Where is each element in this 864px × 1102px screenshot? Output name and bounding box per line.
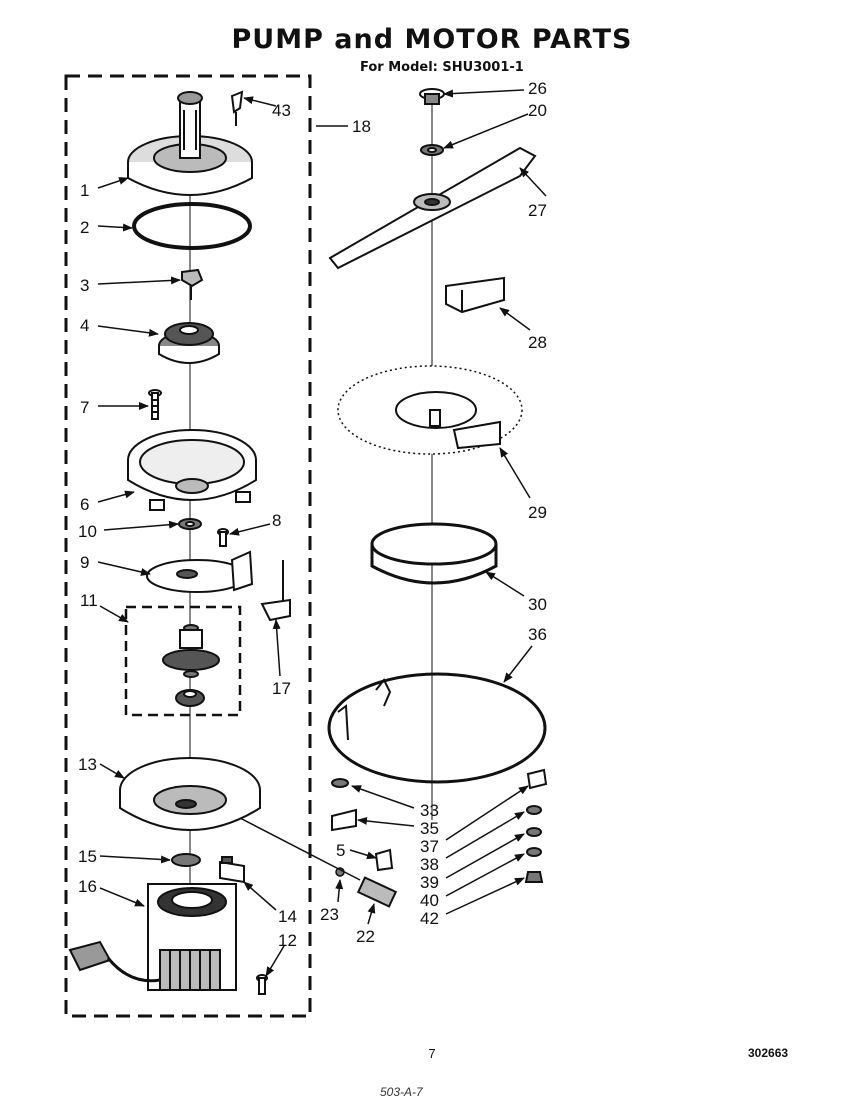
part-29-filter-screen <box>337 365 523 455</box>
callout-17: 17 <box>272 679 291 698</box>
callout-15: 15 <box>78 847 97 866</box>
callout-8: 8 <box>272 511 281 530</box>
callout-37: 37 <box>420 837 439 856</box>
callout-27: 27 <box>528 201 547 220</box>
callout-40: 40 <box>420 891 439 910</box>
part-2-o-ring <box>132 202 252 250</box>
callout-22: 22 <box>356 927 375 946</box>
part-28-clip <box>445 276 505 314</box>
callout-10: 10 <box>78 522 97 541</box>
part-15-washer <box>171 853 201 867</box>
callout-28: 28 <box>528 333 547 352</box>
callout-14: 14 <box>278 907 297 926</box>
handwritten-note: 503-A-7 <box>380 1085 423 1099</box>
part-37-42-hardware-stack <box>524 768 548 883</box>
part-3-impeller-nut <box>181 268 204 300</box>
callout-7: 7 <box>80 398 89 417</box>
leader-arrows <box>97 89 547 977</box>
motor-lead-line <box>239 817 361 881</box>
callout-33: 33 <box>420 801 439 820</box>
callout-16: 16 <box>78 877 97 896</box>
part-35-bracket <box>331 808 357 832</box>
page-number: 7 <box>428 1046 436 1061</box>
callout-42: 42 <box>420 909 439 928</box>
part-17-switch-rod <box>260 560 291 622</box>
callout-35: 35 <box>420 819 439 838</box>
callout-36: 36 <box>528 625 547 644</box>
part-4-impeller <box>158 322 220 364</box>
callout-39: 39 <box>420 873 439 892</box>
callout-4: 4 <box>80 316 89 335</box>
part-43-clip <box>230 90 244 126</box>
callout-29: 29 <box>528 503 547 522</box>
callout-11: 11 <box>80 591 98 610</box>
callout-43: 43 <box>272 101 291 120</box>
callout-23: 23 <box>320 905 339 924</box>
part-1-pump-housing-cover <box>127 91 253 196</box>
callout-38: 38 <box>420 855 439 874</box>
part-26-cap <box>419 88 445 105</box>
callout-3: 3 <box>80 276 89 295</box>
model-subtitle: For Model: SHU3001-1 <box>360 60 524 75</box>
part-16-motor <box>68 883 237 991</box>
part-30-filter-ring <box>370 522 498 585</box>
callout-5: 5 <box>336 841 345 860</box>
part-7-screw <box>148 389 162 420</box>
callout-18: 18 <box>352 117 371 136</box>
callout-labels: 1 2 3 4 7 6 10 8 9 11 17 13 15 16 14 12 … <box>78 79 547 950</box>
callout-12: 12 <box>278 931 297 950</box>
part-5-bracket <box>374 848 394 872</box>
callout-20: 20 <box>528 101 547 120</box>
document-number: 302663 <box>748 1046 789 1060</box>
part-13-motor-mount <box>119 757 261 831</box>
part-22-inlet-valve <box>356 876 398 908</box>
callout-9: 9 <box>80 553 89 572</box>
part-11-rotor-assembly <box>162 624 220 707</box>
callout-30: 30 <box>528 595 547 614</box>
part-27-spray-arm <box>328 146 537 270</box>
part-9-seal-plate <box>146 550 254 593</box>
page-title: PUMP and MOTOR PARTS <box>231 24 633 55</box>
motor-shaft-dashed-box <box>124 605 242 717</box>
pump-assembly-dashed-box <box>64 74 312 1018</box>
part-8-small-screw <box>217 528 229 547</box>
callout-6: 6 <box>80 495 89 514</box>
callout-13: 13 <box>78 755 97 774</box>
part-10-washer <box>178 518 202 530</box>
part-14-motor-clip <box>219 856 245 884</box>
part-6-pump-body <box>127 429 257 511</box>
callout-1: 1 <box>80 181 89 200</box>
part-20-washer <box>420 144 444 156</box>
callout-26: 26 <box>528 79 547 98</box>
part-36-wire-ring <box>327 672 547 784</box>
part-12-screw <box>256 974 268 995</box>
part-33-washer <box>331 778 349 788</box>
callout-2: 2 <box>80 218 89 237</box>
